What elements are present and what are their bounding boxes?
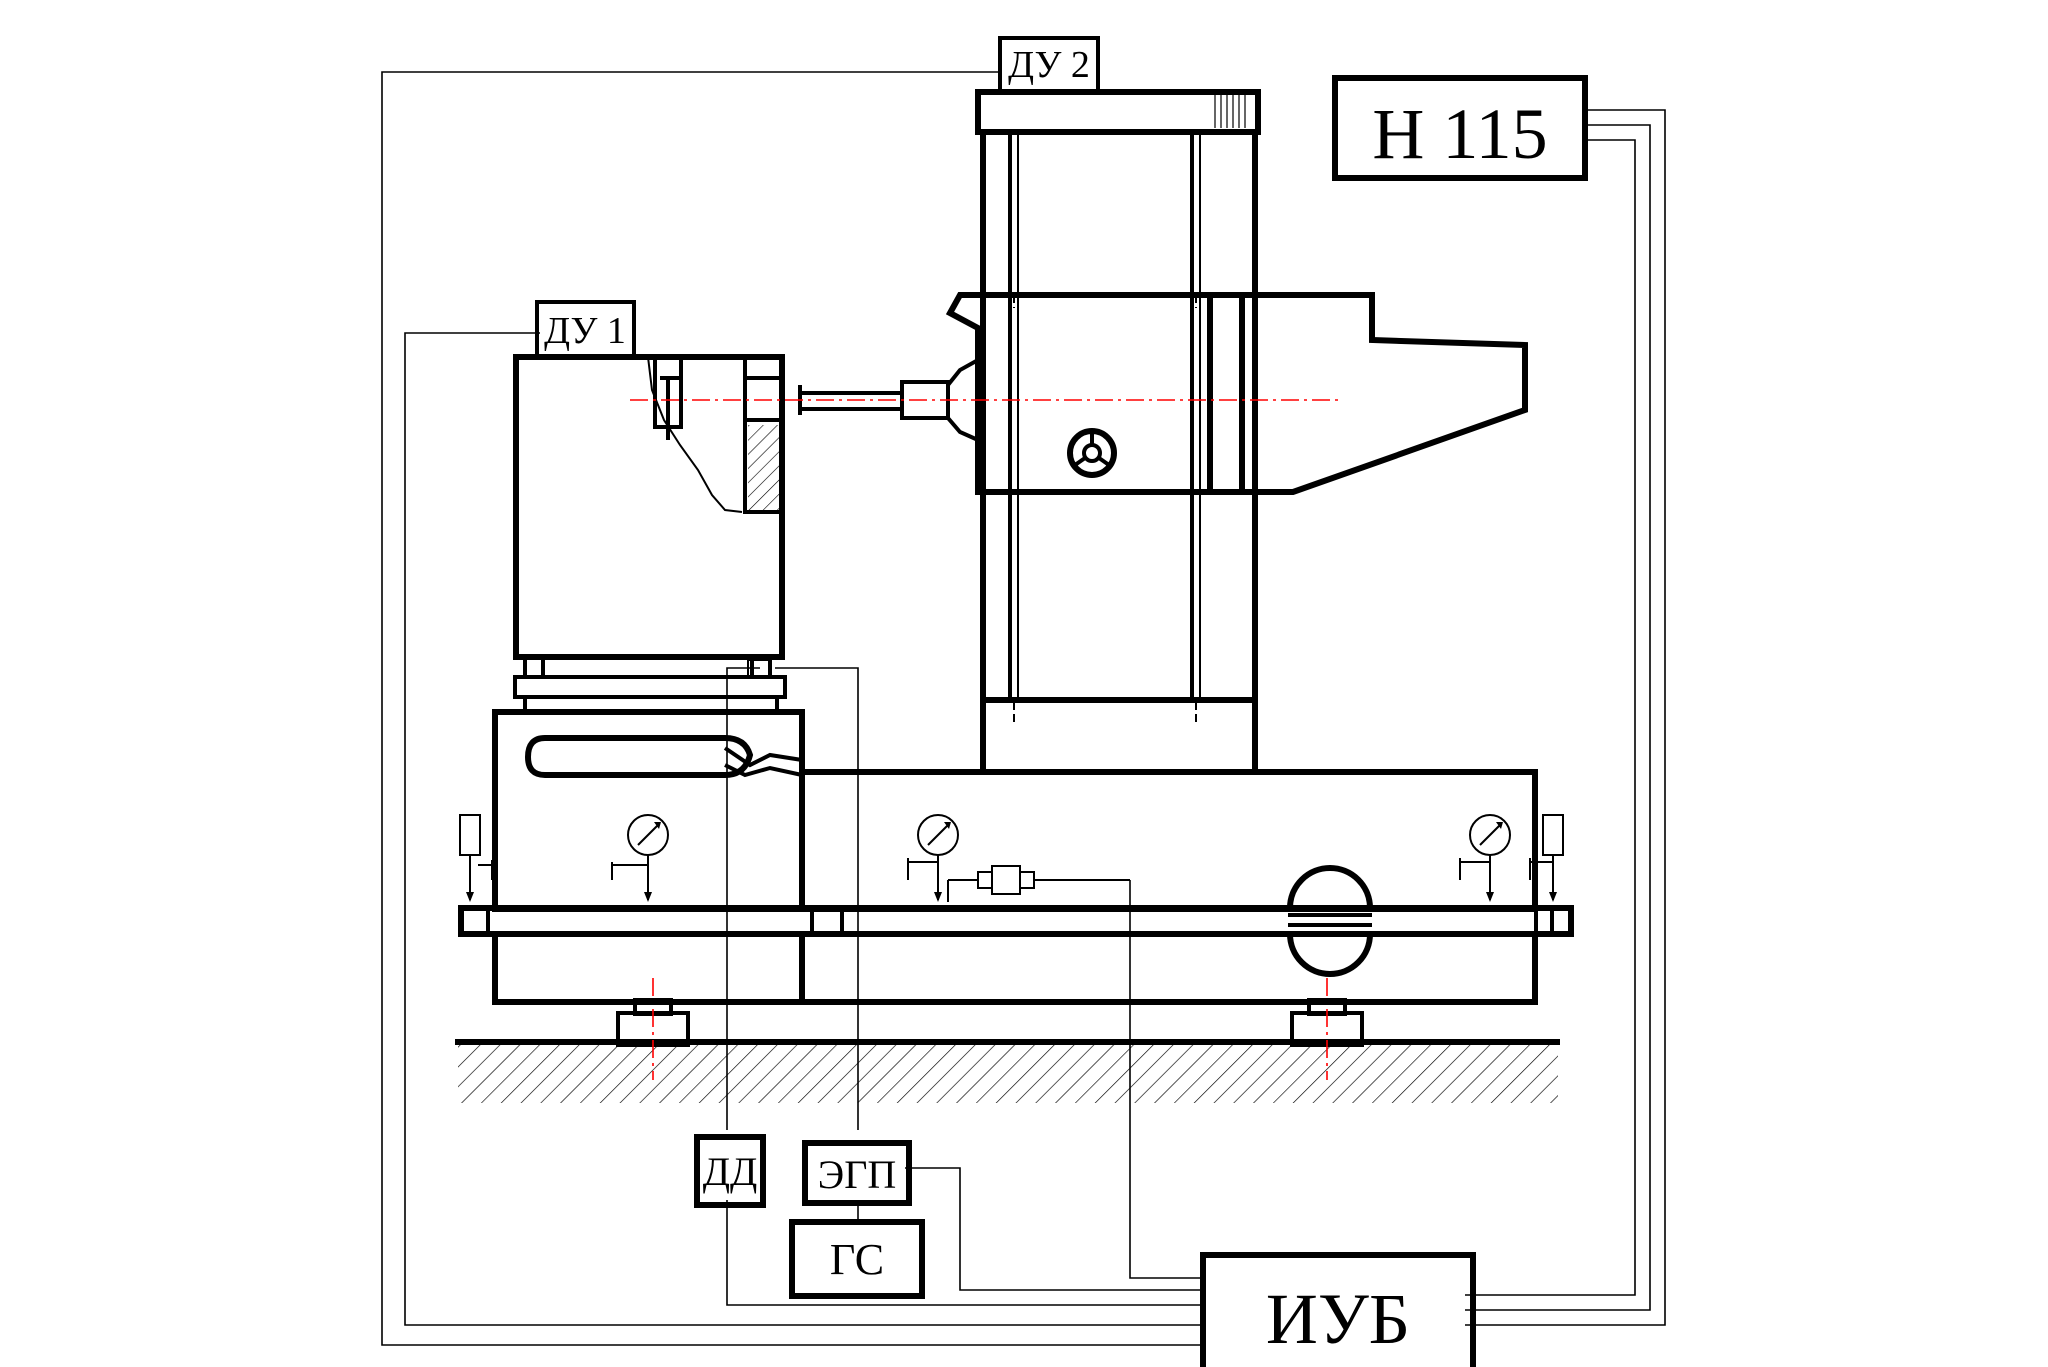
sensor-icon — [459, 814, 481, 856]
machine-bed — [458, 709, 1574, 1005]
iub-label: ИУБ — [1266, 1279, 1410, 1359]
workpiece-table — [513, 354, 787, 713]
sensor-right — [1529, 814, 1564, 902]
gauge-middle — [907, 814, 959, 902]
du2-box: ДУ 2 — [998, 36, 1100, 94]
du1-label: ДУ 1 — [544, 310, 626, 352]
dd-box: ДД — [694, 1134, 766, 1208]
gauge-right — [1459, 814, 1511, 902]
egp-label: ЭГП — [818, 1152, 896, 1197]
ground-hatch-icon — [458, 1045, 1558, 1103]
spindle-head — [798, 292, 1528, 495]
sensor-left — [459, 814, 493, 902]
handwheel-icon — [1067, 428, 1117, 478]
machine-column — [975, 89, 1261, 775]
column-top-hatch — [1214, 95, 1246, 128]
h115-label: Н 115 — [1372, 94, 1547, 174]
ground — [455, 1039, 1560, 1103]
gs-box: ГС — [789, 1219, 925, 1299]
du2-label: ДУ 2 — [1008, 44, 1090, 86]
signal-wires — [381, 71, 1666, 1346]
du1-box: ДУ 1 — [535, 300, 636, 359]
gauge-left — [611, 814, 669, 902]
dd-label: ДД — [703, 1149, 758, 1194]
sensor-icon — [1542, 814, 1564, 856]
gs-label: ГС — [830, 1235, 884, 1284]
egp-box: ЭГП — [802, 1140, 912, 1206]
valve-element — [947, 865, 1130, 902]
iub-box: ИУБ — [1200, 1252, 1476, 1367]
h115-box: Н 115 — [1332, 75, 1588, 181]
